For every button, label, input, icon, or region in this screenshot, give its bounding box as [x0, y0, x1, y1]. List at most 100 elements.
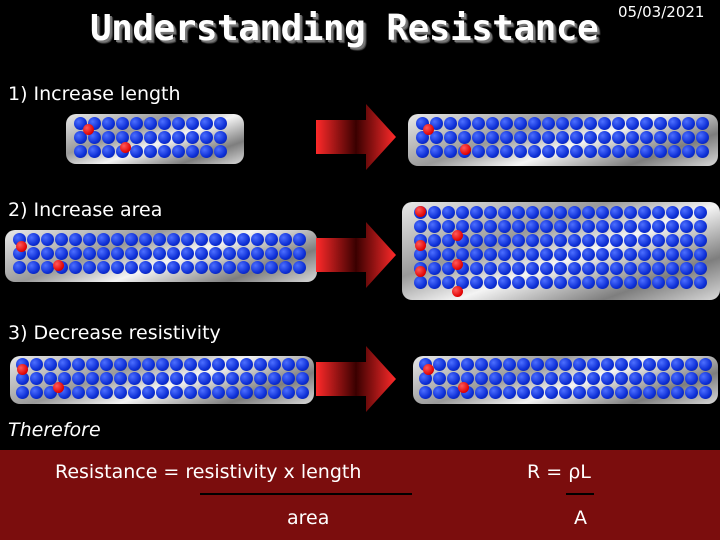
ion-dot	[414, 248, 427, 261]
slide-date: 05/03/2021	[618, 3, 705, 21]
ion-dot	[484, 206, 497, 219]
ion-dot	[484, 248, 497, 261]
ion-dot	[556, 131, 569, 144]
ion-dot	[102, 117, 115, 130]
word-formula-numerator: Resistance = resistivity x length	[55, 461, 362, 483]
ion-dot	[486, 145, 499, 158]
ion-dot	[503, 358, 516, 371]
ion-dot	[102, 145, 115, 158]
ion-dot	[666, 248, 679, 261]
ion-dot	[570, 117, 583, 130]
ion-dot	[526, 262, 539, 275]
ion-dot	[237, 233, 250, 246]
ion-dot	[472, 145, 485, 158]
ion-dot	[652, 276, 665, 289]
ion-dot	[512, 262, 525, 275]
ion-dot	[265, 261, 278, 274]
ion-dot	[114, 358, 127, 371]
wire-high-resistivity	[10, 356, 314, 404]
ion-dot	[144, 145, 157, 158]
ion-dot	[181, 233, 194, 246]
ion-dot	[27, 247, 40, 260]
ion-dot	[652, 234, 665, 247]
ion-dot	[444, 117, 457, 130]
ion-dot	[526, 220, 539, 233]
ion-dot	[668, 117, 681, 130]
ion-dot	[596, 276, 609, 289]
ion-dot	[640, 145, 653, 158]
ion-dot	[612, 131, 625, 144]
ion-dot	[624, 262, 637, 275]
ion-dot	[498, 206, 511, 219]
ion-dot	[296, 372, 309, 385]
ion-dot	[209, 233, 222, 246]
ion-dot	[428, 276, 441, 289]
ion-dot	[615, 386, 628, 399]
ion-dot	[629, 372, 642, 385]
ion-dot	[626, 131, 639, 144]
ion-dot	[172, 145, 185, 158]
ion-dot	[671, 386, 684, 399]
ion-dot	[556, 145, 569, 158]
ion-dot	[638, 248, 651, 261]
ion-dot	[111, 261, 124, 274]
ion-dot	[573, 358, 586, 371]
ion-dot	[181, 261, 194, 274]
ion-dot	[58, 358, 71, 371]
ion-dot	[657, 386, 670, 399]
ion-dot	[156, 386, 169, 399]
ion-dot	[41, 261, 54, 274]
ion-dot	[587, 386, 600, 399]
ion-dot	[682, 145, 695, 158]
ion-dot	[612, 117, 625, 130]
ion-dot	[545, 386, 558, 399]
ion-dot	[486, 117, 499, 130]
ion-dot	[484, 262, 497, 275]
slide-title: Understanding Resistance	[90, 8, 599, 49]
ion-grid	[74, 117, 227, 158]
ion-dot	[282, 358, 295, 371]
ion-dot	[279, 233, 292, 246]
ion-dot	[542, 117, 555, 130]
ion-dot	[489, 358, 502, 371]
ion-dot	[568, 248, 581, 261]
ion-dot	[442, 276, 455, 289]
ion-dot	[568, 276, 581, 289]
ion-dot	[414, 220, 427, 233]
ion-dot	[540, 276, 553, 289]
ion-dot	[598, 131, 611, 144]
ion-dot	[74, 131, 87, 144]
ion-dot	[582, 206, 595, 219]
ion-dot	[181, 247, 194, 260]
ion-dot	[680, 262, 693, 275]
ion-dot	[69, 247, 82, 260]
ion-dot	[503, 386, 516, 399]
ion-dot	[540, 234, 553, 247]
ion-dot	[559, 358, 572, 371]
ion-dot	[442, 234, 455, 247]
ion-dot	[540, 248, 553, 261]
ion-dot	[626, 117, 639, 130]
ion-dot	[456, 276, 469, 289]
ion-dot	[240, 386, 253, 399]
electron	[460, 144, 471, 155]
ion-dot	[582, 276, 595, 289]
ion-dot	[212, 358, 225, 371]
ion-dot	[685, 358, 698, 371]
ion-dot	[251, 247, 264, 260]
ion-dot	[240, 358, 253, 371]
ion-dot	[279, 261, 292, 274]
ion-dot	[461, 358, 474, 371]
ion-dot	[682, 131, 695, 144]
ion-dot	[125, 247, 138, 260]
ion-dot	[498, 234, 511, 247]
ion-dot	[442, 262, 455, 275]
electron	[53, 260, 64, 271]
ion-dot	[540, 206, 553, 219]
ion-dot	[16, 386, 29, 399]
ion-dot	[610, 276, 623, 289]
ion-dot	[268, 358, 281, 371]
electron	[423, 124, 434, 135]
ion-dot	[158, 131, 171, 144]
ion-grid	[13, 233, 306, 274]
